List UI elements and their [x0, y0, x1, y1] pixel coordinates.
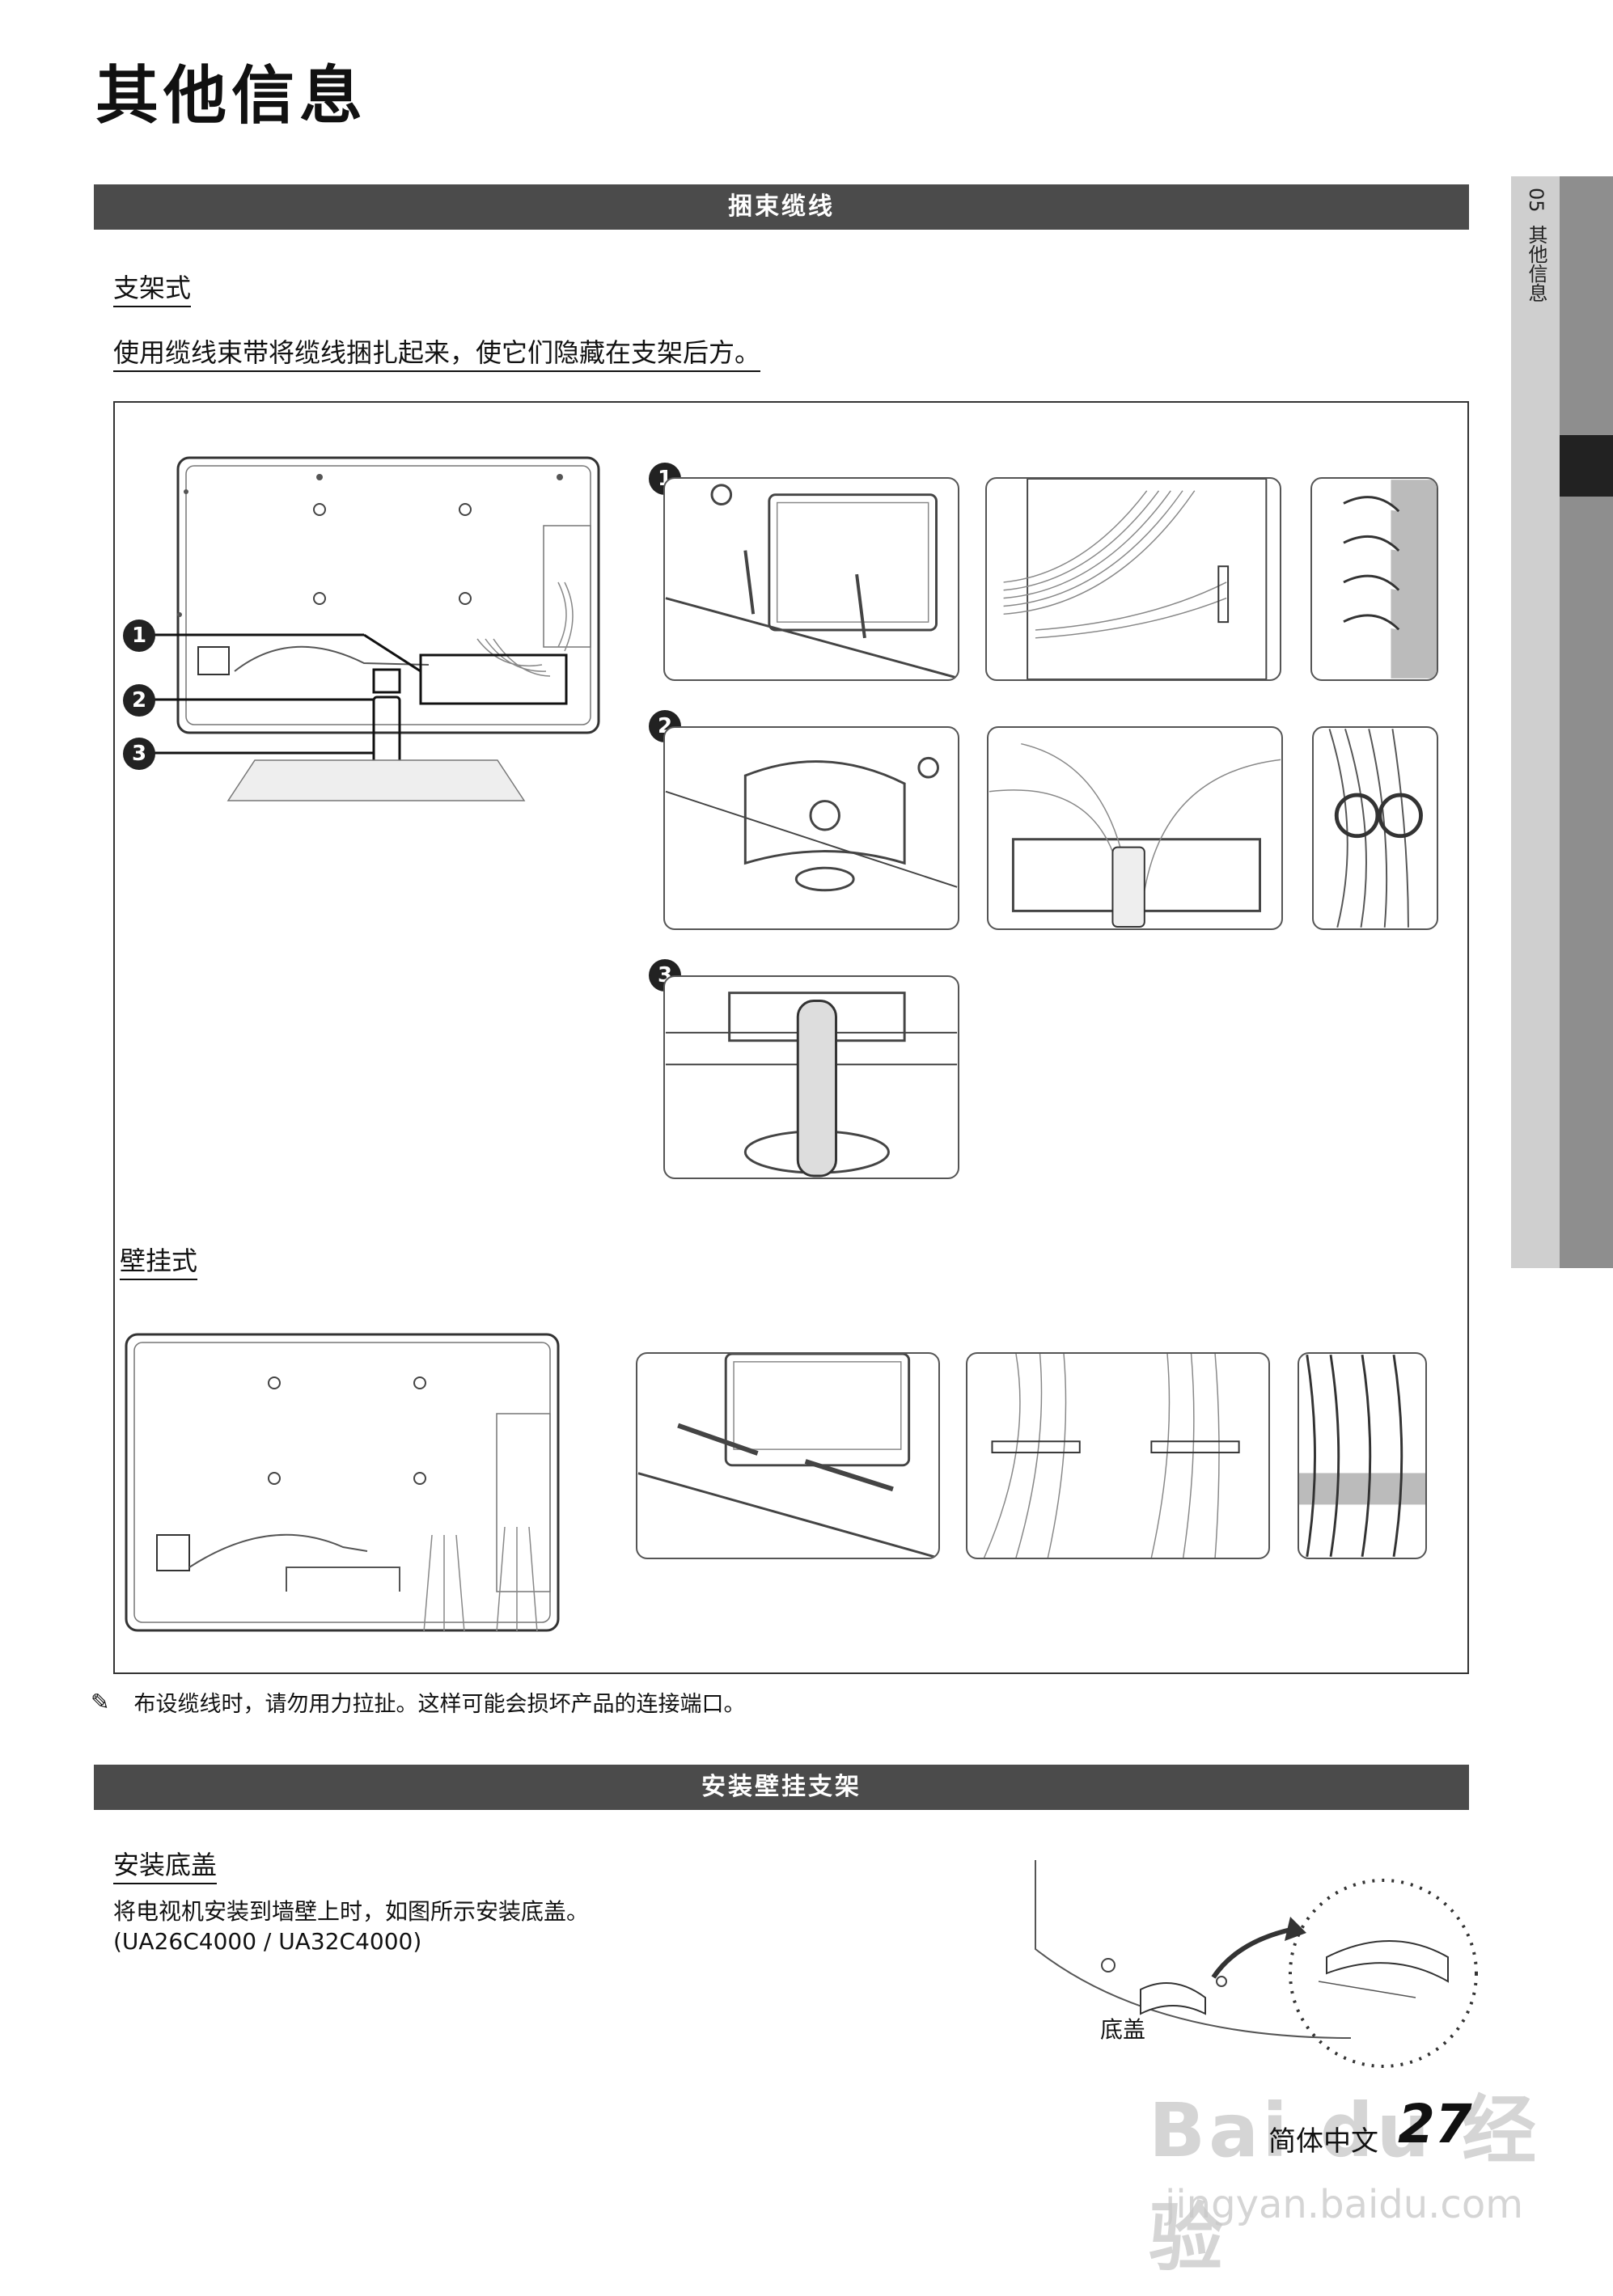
- base-cover-label: 底盖: [1100, 2016, 1146, 2043]
- wall-heading: 壁挂式: [120, 1248, 198, 1280]
- base-cover-illustration: [1035, 1860, 1478, 2068]
- base-cover-models: (UA26C4000 / UA32C4000): [113, 1928, 422, 1955]
- footer-language: 简体中文: [1268, 2125, 1378, 2158]
- page-title: 其他信息: [95, 60, 368, 133]
- step-3-badge: 3: [123, 738, 155, 770]
- section-bar-wallmount: 安装壁挂支架: [94, 1765, 1469, 1810]
- wall-panel-b: [966, 1352, 1270, 1559]
- step-1-badge: 1: [123, 619, 155, 652]
- baidu-watermark-url: jingyan.baidu.com: [1165, 2182, 1523, 2227]
- step-2-badge: 2: [123, 684, 155, 717]
- step-1-panel-b: [985, 477, 1281, 681]
- cable-note: ✎ 布设缆线时，请勿用力拉扯。这样可能会损坏产品的连接端口。: [91, 1686, 745, 1718]
- step-3-panel: [663, 975, 959, 1179]
- step-1-panel-a: [663, 477, 959, 681]
- illustration-frame: [113, 401, 1469, 1674]
- base-cover-description: 将电视机安装到墙壁上时，如图所示安装底盖。: [113, 1898, 590, 1925]
- wall-panel-c: [1298, 1352, 1427, 1559]
- stand-description: 使用缆线束带将缆线捆扎起来，使它们隐藏在支架后方。: [113, 340, 761, 372]
- page-number: 27: [1398, 2093, 1472, 2155]
- base-cover-heading: 安装底盖: [113, 1852, 218, 1884]
- cable-note-text: 布设缆线时，请勿用力拉扯。这样可能会损坏产品的连接端口。: [133, 1692, 746, 1717]
- step-2-panel-b: [987, 726, 1283, 930]
- wall-panel-a: [636, 1352, 940, 1559]
- side-tab-stripe: [1560, 176, 1613, 1268]
- side-tab-text: 其他信息: [1525, 224, 1547, 302]
- section-bar-cable: 捆束缆线: [94, 184, 1469, 230]
- side-tab-label: 05 其他信息: [1522, 188, 1547, 302]
- step-2-panel-c: [1312, 726, 1438, 930]
- stand-heading: 支架式: [113, 275, 192, 307]
- step-1-panel-c: [1310, 477, 1438, 681]
- pencil-icon: ✎: [91, 1689, 110, 1715]
- baidu-watermark: Bai du 经验: [1149, 2087, 1540, 2281]
- step-2-panel-a: [663, 726, 959, 930]
- tv-back-wall-illustration: [125, 1333, 560, 1633]
- side-tab-number: 05: [1525, 188, 1547, 213]
- side-tab-marker: [1560, 435, 1613, 497]
- tv-back-stand-illustration: [146, 456, 600, 801]
